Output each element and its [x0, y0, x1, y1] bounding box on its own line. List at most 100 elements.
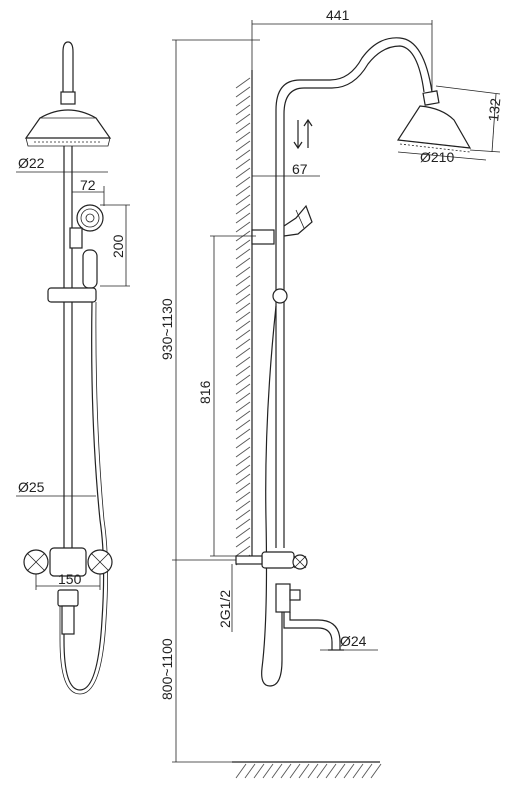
dim-width-150: 150: [58, 571, 82, 587]
wall-hatch-line: [235, 167, 251, 179]
front-diverter: [57, 589, 79, 607]
side-diverter: [275, 583, 291, 613]
wall-hatch-line: [235, 356, 251, 368]
side-hand-holder: [283, 204, 313, 237]
wall-hatch-line: [235, 131, 251, 143]
wall-hatch-line: [235, 212, 251, 224]
wall-hatch-line: [235, 248, 251, 260]
floor-hatch-line: [352, 763, 364, 779]
dim-offset-67: 67: [292, 161, 308, 177]
floor-hatch-line: [280, 763, 292, 779]
wall-hatch-line: [235, 158, 251, 170]
wall-hatch-line: [235, 338, 251, 350]
wall-hatch-line: [235, 500, 251, 512]
front-riser-top: [62, 41, 74, 92]
side-view: [235, 37, 472, 687]
floor-hatch-line: [307, 763, 319, 779]
wall-hatch-line: [235, 536, 251, 548]
floor-hatch-line: [262, 763, 274, 779]
floor-hatch-line: [271, 763, 283, 779]
up-down-arrows-icon: [293, 118, 313, 150]
front-hose: [63, 301, 105, 691]
wall-hatch-line: [235, 176, 251, 188]
side-diverter-knob: [289, 589, 301, 601]
side-mixer-body: [261, 551, 295, 569]
side-wall-bracket: [251, 229, 275, 245]
side-spout: [283, 612, 333, 650]
front-slide-bracket: [47, 287, 97, 303]
wall-hatch-line: [235, 293, 251, 305]
front-view: [23, 41, 113, 695]
wall-hatching: [235, 70, 253, 566]
wall-hatch-line: [235, 104, 251, 116]
wall-hatch-line: [235, 77, 251, 89]
wall-hatch-line: [235, 365, 251, 377]
wall-hatch-line: [235, 221, 251, 233]
floor-hatch-line: [325, 763, 337, 779]
dim-thread-2g1-2: 2G1/2: [217, 590, 233, 628]
dim-diameter-25: Ø25: [18, 479, 45, 495]
wall-hatch-line: [235, 113, 251, 125]
wall-hatch-line: [235, 275, 251, 287]
dim-diameter-210: Ø210: [420, 149, 454, 165]
front-dimensions: Ø22 72 200 Ø25 150: [16, 155, 130, 590]
wall-hatch-line: [235, 545, 251, 557]
wall-hatch-line: [235, 311, 251, 323]
wall-hatch-line: [235, 473, 251, 485]
floor-hatch-line: [244, 763, 256, 779]
side-shower-head: [396, 105, 472, 149]
wall-hatch-line: [235, 140, 251, 152]
side-head-connector: [422, 90, 440, 106]
wall-hatch-line: [235, 86, 251, 98]
floor-hatch-line: [343, 763, 355, 779]
wall-hatch-line: [235, 401, 251, 413]
wall-hatch-line: [235, 410, 251, 422]
wall-hatch-line: [235, 482, 251, 494]
floor-hatch-line: [235, 763, 247, 779]
wall-hatch-line: [235, 374, 251, 386]
wall-hatch-line: [235, 347, 251, 359]
wall-hatch-line: [235, 203, 251, 215]
wall-hatch-line: [235, 437, 251, 449]
wall-hatch-line: [235, 284, 251, 296]
wall-hatch-line: [235, 455, 251, 467]
wall-hatch-line: [235, 392, 251, 404]
front-hand-holder: [69, 227, 83, 249]
wall-hatch-line: [235, 383, 251, 395]
floor-hatch-line: [253, 763, 265, 779]
side-hose: [261, 305, 283, 687]
floor-hatch-line: [361, 763, 373, 779]
wall-hatch-line: [235, 122, 251, 134]
floor-hatch-line: [289, 763, 301, 779]
wall-hatch-line: [235, 509, 251, 521]
front-head-connector: [60, 91, 76, 105]
front-spout: [61, 605, 75, 635]
front-hand-handle: [82, 249, 98, 289]
side-dimensions: 930~1130 800~1100 441 132 Ø210 67: [159, 7, 503, 763]
wall-hatch-line: [235, 329, 251, 341]
wall-hatch-line: [235, 239, 251, 251]
floor-hatch-line: [370, 763, 382, 779]
wall-hatch-line: [235, 185, 251, 197]
wall-hatch-line: [235, 320, 251, 332]
side-slider-knob: [272, 288, 288, 304]
floor-hatch-line: [298, 763, 310, 779]
wall-hatch-line: [235, 527, 251, 539]
wall-hatch-line: [235, 419, 251, 431]
wall-hatch-line: [235, 491, 251, 503]
wall-hatch-line: [235, 149, 251, 161]
dim-diameter-24: Ø24: [340, 633, 367, 649]
dim-height-200: 200: [110, 234, 126, 258]
wall-hatch-line: [235, 194, 251, 206]
dim-height-132: 132: [485, 97, 503, 122]
side-riser-gooseneck: [275, 37, 433, 548]
front-shower-head: [24, 109, 112, 139]
front-mixer-body: [49, 547, 87, 577]
wall-hatch-line: [235, 302, 251, 314]
floor-hatch-line: [316, 763, 328, 779]
wall-hatch-line: [235, 257, 251, 269]
floor-hatching: [232, 761, 382, 779]
wall-hatch-line: [235, 266, 251, 278]
wall-hatch-line: [235, 464, 251, 476]
